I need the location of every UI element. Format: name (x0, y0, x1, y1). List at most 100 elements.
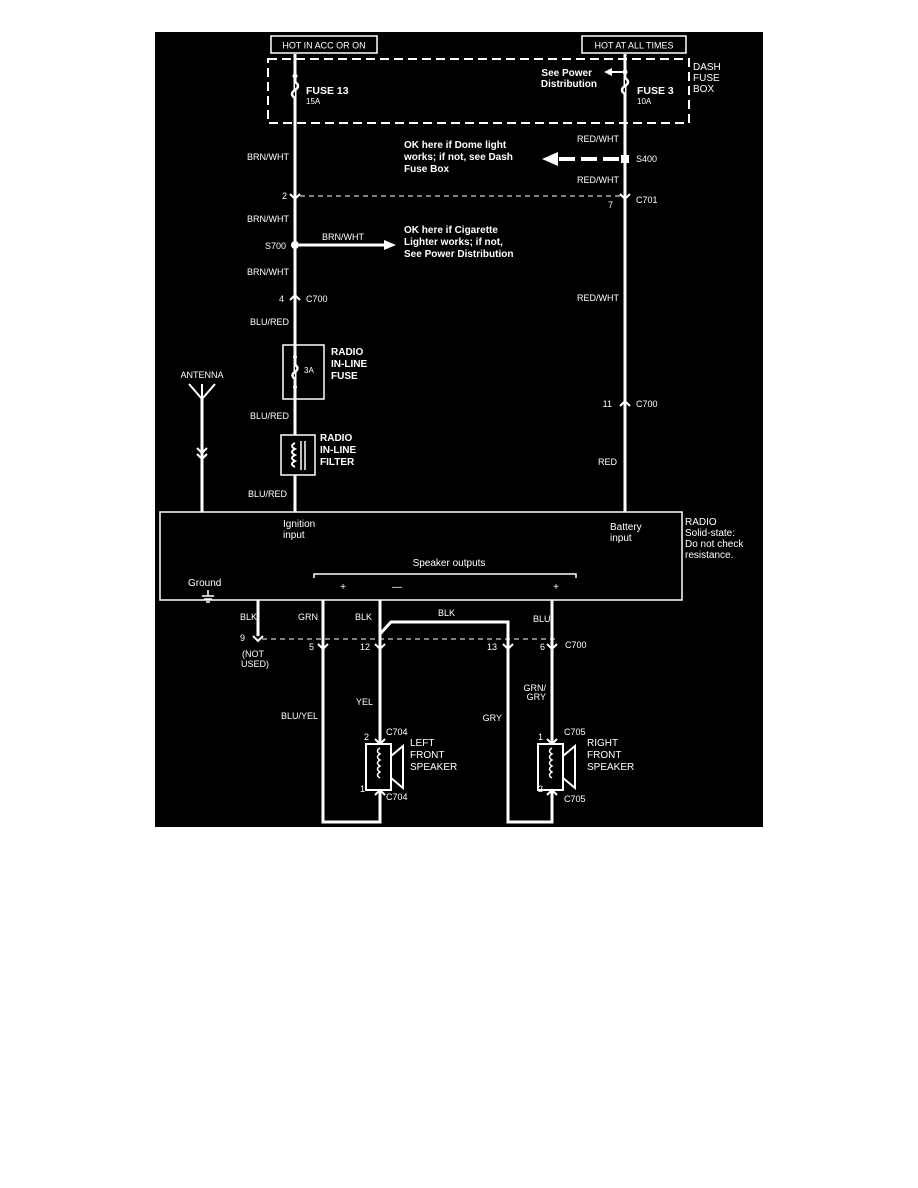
right-speaker-label-1: RIGHT (587, 738, 618, 749)
dash-fuse-box-label-3: BOX (693, 84, 714, 95)
right-wire-label-3: RED/WHT (577, 293, 619, 303)
right-speaker-pin-bottom: 2 (538, 784, 543, 794)
pin12-chevron (374, 643, 386, 651)
c700-left-pin: 4 (279, 294, 284, 304)
left-wire-label-3: BRN/WHT (247, 267, 289, 277)
power-dist-note-1: See Power (541, 68, 592, 79)
inline-filter-label-2: IN-LINE (320, 445, 356, 456)
left-wire-label-5: BLU/RED (250, 411, 290, 421)
fuse3-name: FUSE 3 (637, 85, 674, 97)
left-speaker-pin-bottom: 1 (360, 784, 365, 794)
left-wire-label-6: BLU/RED (248, 489, 288, 499)
hot-all-label: HOT AT ALL TIMES (594, 41, 673, 51)
inline-fuse-terminal-top (293, 355, 297, 359)
left-speaker-coil (376, 747, 382, 779)
fuse13-name: FUSE 13 (306, 85, 349, 97)
power-dist-arrow-head (604, 68, 612, 76)
cigarette-note-2: Lighter works; if not, (404, 237, 503, 248)
c700-right-pin: 11 (603, 399, 612, 409)
wire-blu: BLU (533, 614, 551, 624)
c701-label: C701 (636, 195, 658, 205)
speaker-plus-left: + (340, 582, 346, 593)
right-speaker-conn-bottom: C705 (564, 794, 586, 804)
pin5-chevron (317, 643, 329, 651)
radio-note-3: resistance. (685, 550, 733, 561)
c700-left-label: C700 (306, 294, 328, 304)
c701-right-pin: 7 (608, 200, 613, 210)
right-speaker-pin-top: 1 (538, 732, 543, 742)
wire-yel: YEL (356, 697, 373, 707)
s700-branch-label: BRN/WHT (322, 232, 364, 242)
s400-arrow-head (542, 152, 558, 166)
c701-right-chevron (619, 193, 631, 201)
right-speaker-label-3: SPEAKER (587, 762, 634, 773)
left-speaker-label-1: LEFT (410, 738, 434, 749)
wire-grn-gry-1: GRN/ (524, 683, 547, 693)
right-wire-label-2: RED/WHT (577, 175, 619, 185)
c701-left-pin: 2 (282, 191, 287, 201)
speaker-plus-right: + (553, 582, 559, 593)
fuse13-rating: 15A (306, 97, 321, 106)
diagram-panel (155, 32, 763, 827)
pin6-label: 6 (540, 642, 545, 652)
inline-filter-coil (291, 442, 298, 468)
inline-fuse-label-3: FUSE (331, 371, 358, 382)
right-speaker-label-2: FRONT (587, 750, 621, 761)
wire-blk-3: BLK (438, 608, 455, 618)
s400-label: S400 (636, 154, 657, 164)
s700-label: S700 (265, 241, 286, 251)
s700-arrow-head (384, 240, 396, 250)
c701-left-chevron (289, 193, 301, 201)
grn-wire-loop (321, 600, 382, 824)
left-speaker-conn-bottom: C704 (386, 792, 408, 802)
dome-note-3: Fuse Box (404, 164, 449, 175)
s400-splice (621, 155, 629, 163)
battery-input-label-2: input (610, 533, 632, 544)
blk-gry-wire (378, 620, 554, 824)
wire-blk-2: BLK (355, 612, 372, 622)
not-used-label-2: USED) (241, 659, 269, 669)
radio-unit-box (159, 511, 683, 601)
c700-right-label: C700 (636, 399, 658, 409)
dash-fuse-box-label-2: FUSE (693, 73, 720, 84)
pin13-label: 13 (487, 642, 497, 652)
inline-fuse-terminal-bottom (293, 385, 297, 389)
radio-inline-fuse-box (282, 344, 325, 400)
not-used-label-1: (NOT (242, 649, 264, 659)
left-wire-label-4: BLU/RED (250, 317, 290, 327)
inline-fuse-rating: 3A (304, 366, 314, 375)
pin9-chevron (252, 635, 264, 643)
c705-bottom-chevron (546, 788, 558, 796)
wire-blu-yel: BLU/YEL (281, 711, 318, 721)
left-speaker-pin-top: 2 (364, 732, 369, 742)
c700-left-chevron (289, 293, 301, 301)
pin13-chevron (502, 643, 514, 651)
speaker-outputs-label: Speaker outputs (413, 558, 486, 569)
c700-right-chevron (619, 399, 631, 407)
antenna-connector-chevron (196, 447, 208, 461)
inline-filter-label-1: RADIO (320, 433, 352, 444)
left-wire-label-1: BRN/WHT (247, 152, 289, 162)
dome-note-2: works; if not, see Dash (403, 152, 513, 163)
radio-note-2: Do not check (685, 539, 744, 550)
fuse13-terminal (292, 73, 298, 79)
wire-grn-gry-2: GRY (527, 692, 546, 702)
left-speaker-conn-top: C704 (386, 727, 408, 737)
cigarette-note-1: OK here if Cigarette (404, 225, 498, 236)
left-speaker-cone (390, 743, 404, 791)
right-wire-label-4: RED (598, 457, 618, 467)
dome-note-1: OK here if Dome light (404, 140, 507, 151)
ground-label: Ground (188, 578, 221, 589)
radio-note-1: Solid-state: (685, 528, 735, 539)
right-speaker-coil (548, 747, 554, 779)
left-speaker-label-3: SPEAKER (410, 762, 457, 773)
antenna-label: ANTENNA (180, 370, 223, 380)
fuse3-symbol (620, 76, 630, 96)
s700-splice-dot (291, 241, 299, 249)
c700-bottom-label: C700 (565, 640, 587, 650)
fuse3-rating: 10A (637, 97, 652, 106)
ignition-input-label-2: input (283, 530, 305, 541)
pin12-label: 12 (360, 642, 370, 652)
wire-grn: GRN (298, 612, 318, 622)
